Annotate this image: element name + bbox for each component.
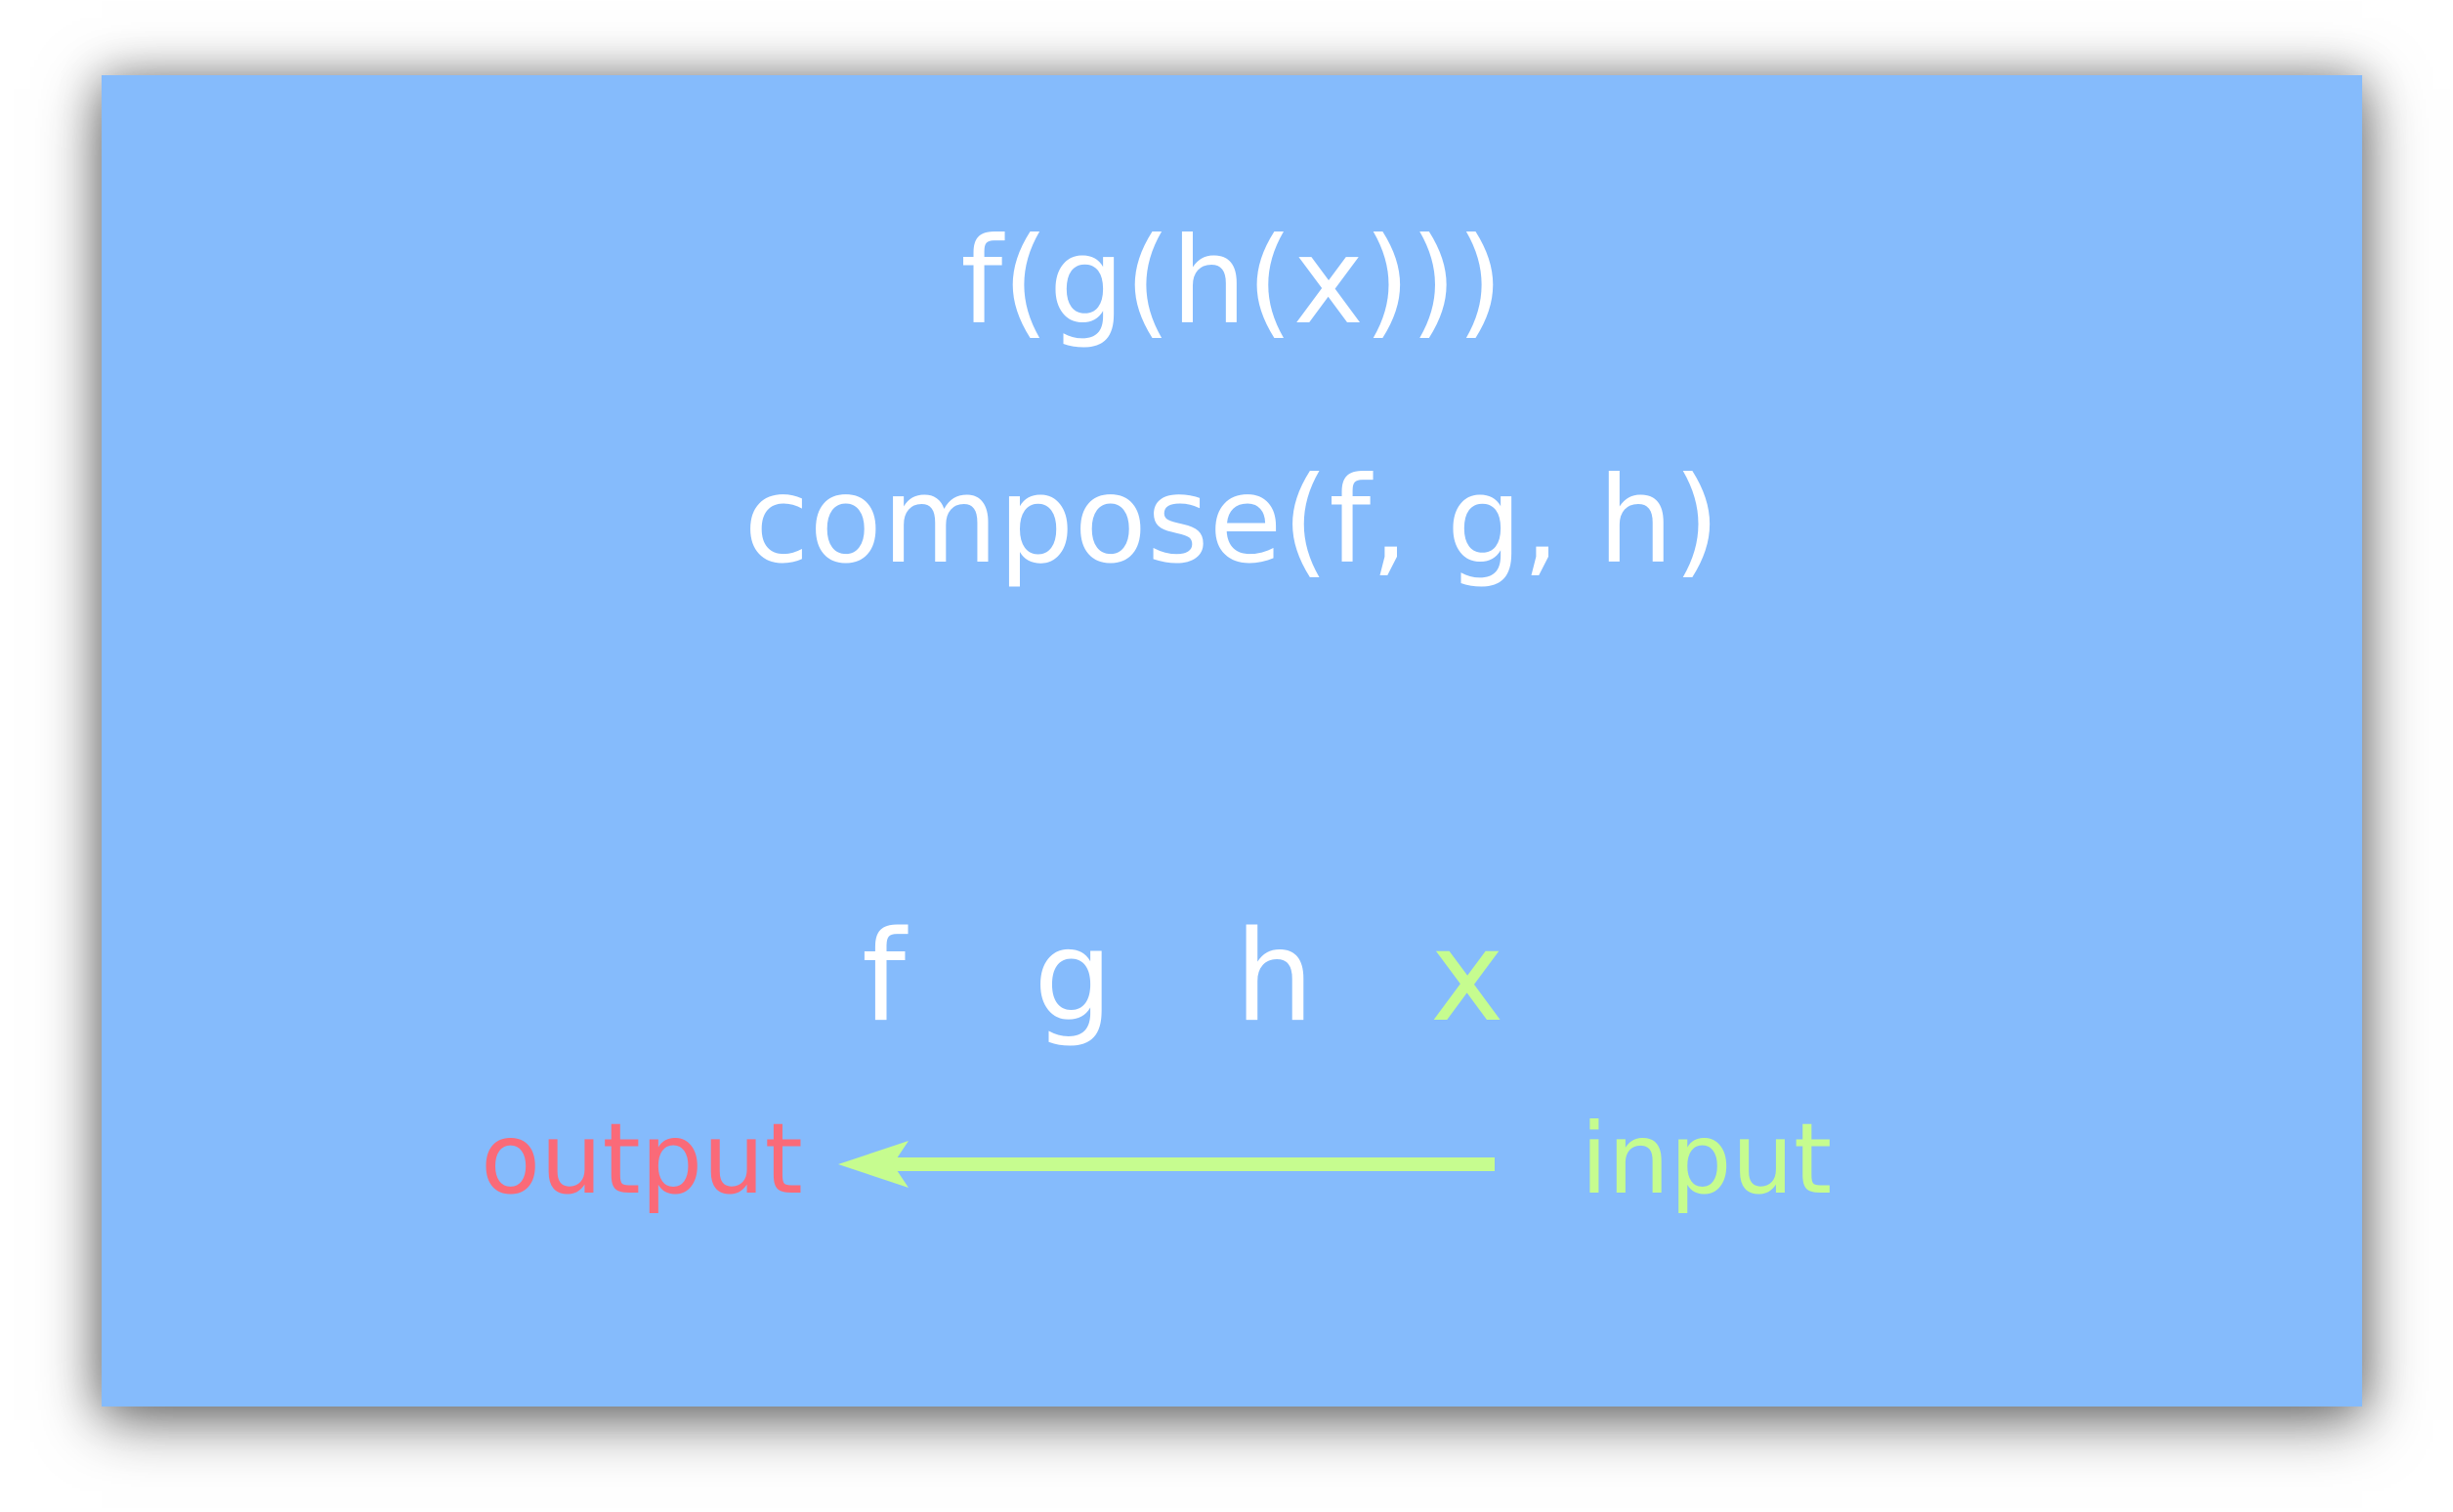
arrow-head-icon bbox=[838, 1141, 909, 1188]
output-label: output bbox=[481, 1102, 803, 1216]
flow-arrow bbox=[838, 1141, 1495, 1188]
compose-expression: compose(f, g, h) bbox=[743, 451, 1720, 590]
sequence-h: h bbox=[1235, 904, 1315, 1050]
sequence-f: f bbox=[862, 904, 907, 1050]
sequence-g: g bbox=[1034, 904, 1114, 1050]
sequence-x: x bbox=[1430, 904, 1504, 1050]
input-label: input bbox=[1581, 1102, 1833, 1216]
nested-expression: f(g(h(x))) bbox=[960, 212, 1503, 351]
diagram-card: f(g(h(x))) compose(f, g, h) f g h x outp… bbox=[102, 75, 2362, 1407]
